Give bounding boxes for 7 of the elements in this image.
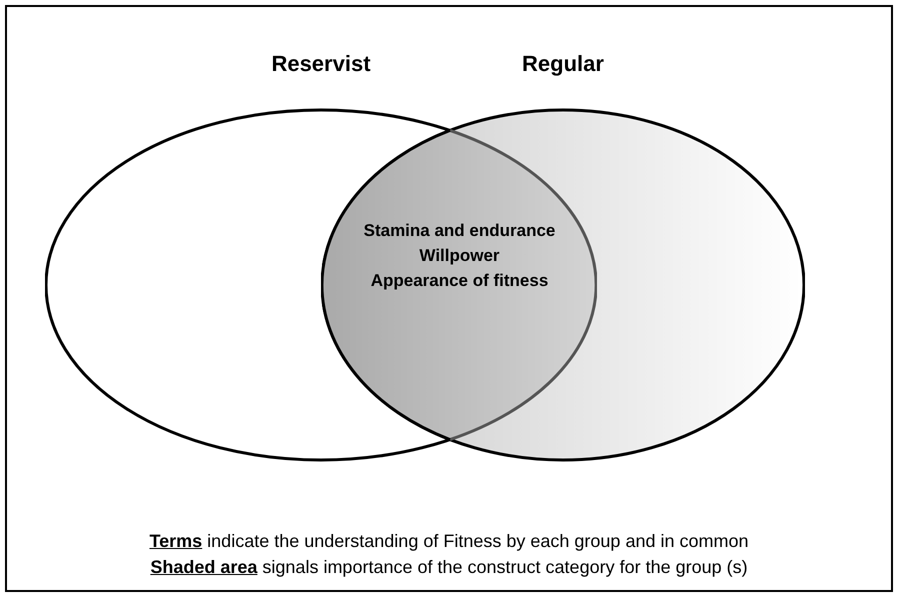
overlap-term: Willpower [419, 245, 500, 267]
overlap-term: Appearance of fitness [370, 270, 548, 292]
note-text: Terms indicate the understanding of Fitness by each group and in common [149, 530, 749, 553]
overlap-term: Stamina and endurance [364, 220, 556, 242]
set-heading: Regular [522, 50, 604, 78]
set-heading: Reservist [271, 50, 371, 78]
note-text: Shaded area signals importance of the construct category for the group (s) [150, 556, 748, 579]
